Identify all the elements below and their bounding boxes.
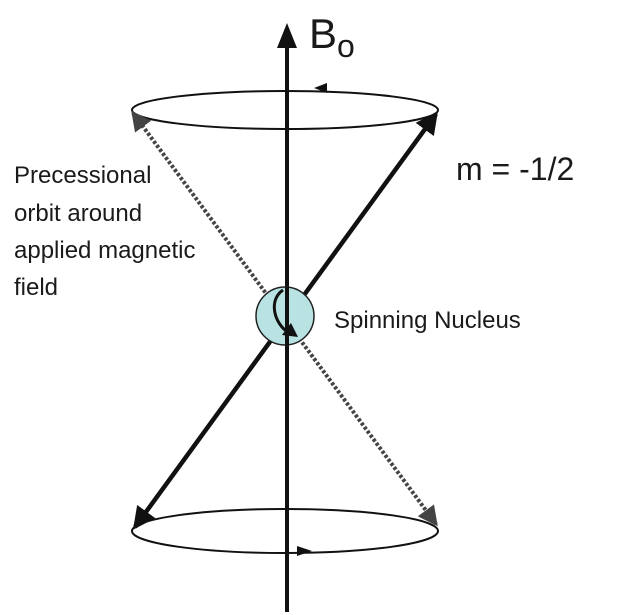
nucleus-label: Spinning Nucleus: [334, 307, 521, 334]
precession-label-line-3: applied magnetic: [14, 237, 195, 264]
b0-axis-arrowhead: [277, 23, 297, 48]
b0-subscript: o: [337, 28, 355, 64]
precession-label-line-4: field: [14, 274, 58, 301]
bottom-orbit-direction-arrow: [297, 546, 312, 556]
spin-state-label: m = -1/2: [456, 151, 574, 187]
top-orbit-direction-arrow: [314, 83, 327, 93]
precession-label: Precessional orbit around applied magnet…: [14, 162, 202, 301]
precession-label-line-2: orbit around: [14, 200, 142, 227]
precession-label-line-1: Precessional: [14, 162, 151, 189]
b0-label: Bo: [309, 10, 355, 64]
